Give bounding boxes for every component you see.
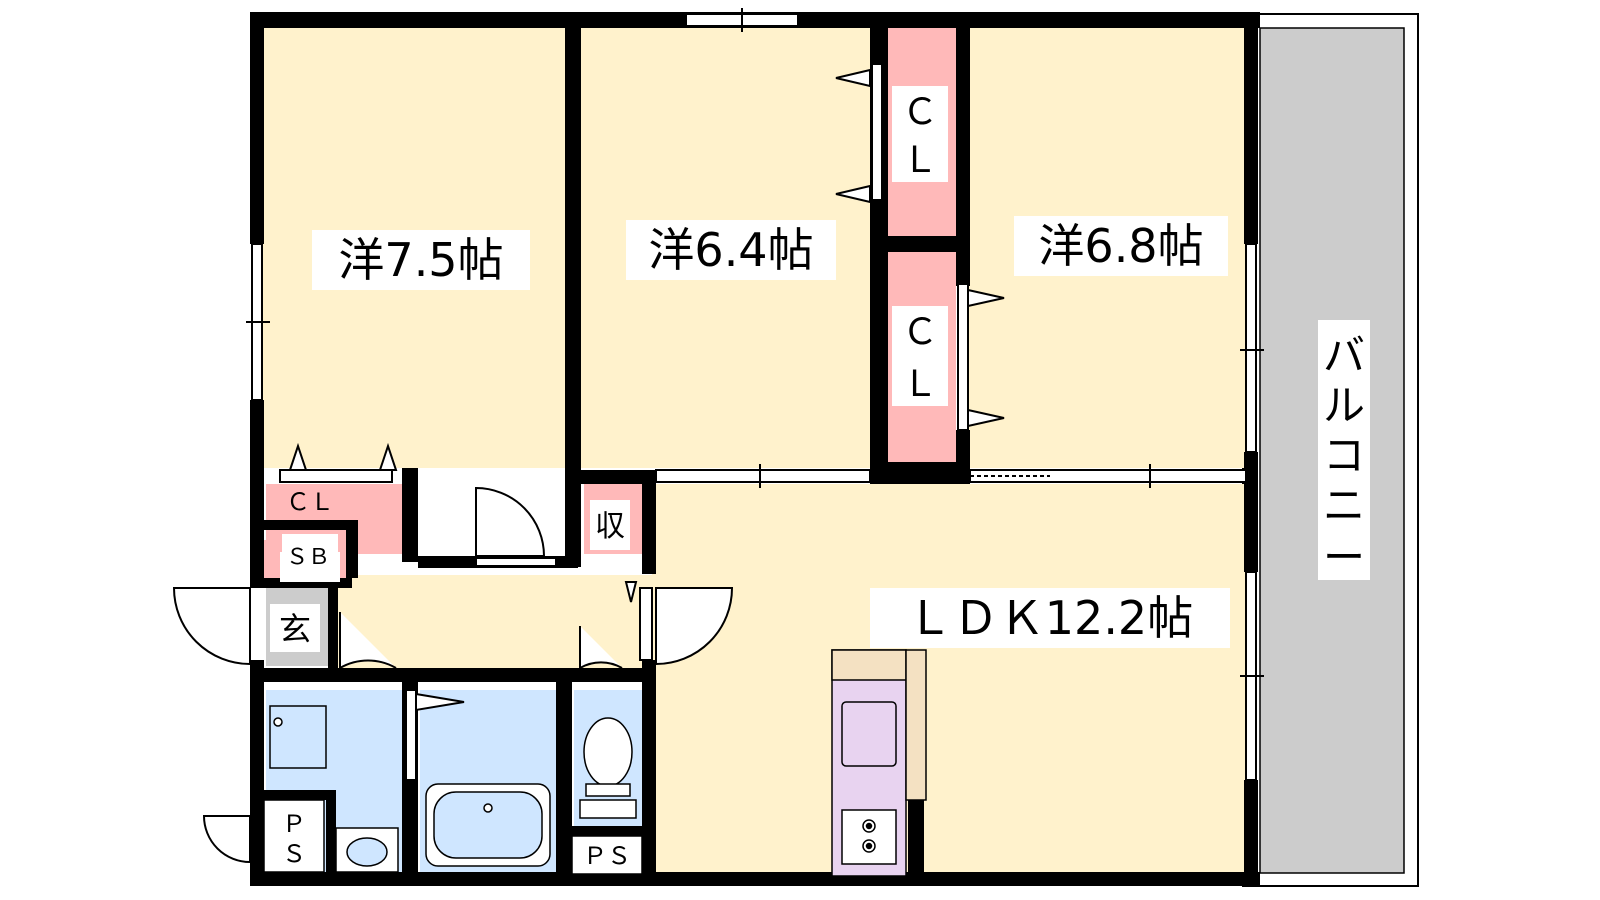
gas-stove (841, 809, 897, 865)
ps-left-box (263, 799, 325, 873)
closet-top-label: Ｌ (902, 140, 938, 181)
door-arrows (288, 68, 1005, 712)
closet-top-label: Ｃ (902, 92, 938, 133)
balcony-char: ー (1323, 533, 1365, 582)
balcony-char: ル (1323, 381, 1365, 430)
kitchen-sink (841, 701, 897, 767)
fixtures (263, 86, 948, 877)
ldk-room (652, 484, 1256, 876)
ps-left-label: Ｓ (282, 840, 306, 868)
washer-pan (269, 705, 327, 769)
western-room-2-label: 洋6.4帖 (648, 223, 813, 277)
toilet-tank (579, 799, 637, 819)
western-room-1-label: 洋7.5帖 (338, 233, 503, 287)
balcony-char: バ (1323, 331, 1365, 380)
closet-small-label: ＣＬ (286, 488, 334, 516)
entrance-label: 玄 (279, 610, 311, 648)
balcony-char: ニ (1323, 481, 1365, 530)
room-fills (262, 28, 1256, 876)
balcony: バ ル コ ニ ー (1242, 13, 1419, 887)
ldk-label: ＬＤＫ12.2帖 (907, 591, 1193, 645)
balcony-label: バ ル コ ニ ー (1323, 331, 1365, 582)
ps-right-box (571, 835, 643, 875)
swing-doors (172, 486, 734, 864)
ps-left-label: Ｐ (282, 810, 306, 838)
closet-middle-label: Ｃ (902, 312, 938, 353)
toilet-bowl (583, 717, 633, 787)
closet-middle-label: Ｌ (902, 364, 938, 405)
balcony-char: コ (1323, 431, 1365, 480)
ps-right-label: ＰＳ (583, 842, 631, 870)
room-labels: 洋7.5帖 洋6.4帖 洋6.8帖 ＬＤＫ12.2帖 Ｃ Ｌ Ｃ Ｌ ＣＬ 収 … (279, 92, 1230, 870)
storage-label: 収 (595, 509, 625, 544)
western-room-3-label: 洋6.8帖 (1038, 219, 1203, 273)
shoebox-label: ＳＢ (286, 545, 330, 570)
windows (246, 8, 1264, 781)
